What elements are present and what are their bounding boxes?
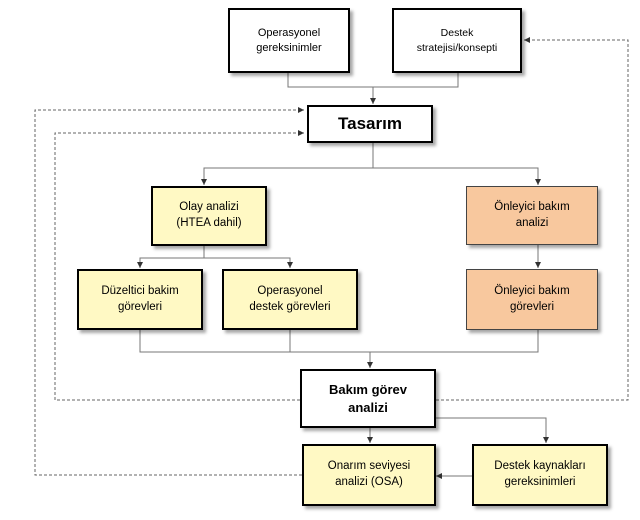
maintenance-task-analysis-box: Bakım görev analizi (300, 369, 436, 428)
repair-level-analysis-box: Onarım seviyesi analizi (OSA) (302, 444, 436, 506)
preventive-analysis-line1: Önleyici bakım (494, 200, 570, 213)
connector-top-boxes (287, 73, 459, 88)
preventive-analysis-line2: analizi (515, 216, 549, 229)
corrective-tasks-line2: görevleri (117, 300, 163, 313)
preventive-tasks-line2: görevleri (509, 300, 555, 313)
feedback-inner-left (54, 130, 304, 401)
feedback-outer-left (34, 107, 304, 476)
support-resource-requirements-line2: gereksinimleri (504, 476, 576, 488)
support-resource-requirements-line1: Destek kaynakları (494, 460, 586, 473)
connector-event-split (137, 246, 205, 268)
corrective-tasks-line1: Düzeltici bakim (101, 284, 179, 297)
maintenance-task-analysis-line2: analizi (348, 399, 388, 415)
corrective-tasks-box: Düzeltici bakim görevleri (77, 269, 203, 330)
repair-level-analysis-line2: analizi (OSA) (335, 476, 403, 488)
operational-requirements-line2: gereksinimler (256, 41, 322, 54)
design-box: Tasarım (307, 105, 433, 143)
support-strategy-box: Destek stratejisi/konsepti (392, 8, 522, 73)
design-label: Tasarım (338, 113, 402, 133)
maintenance-task-analysis-line1: Bakım görev (328, 381, 408, 397)
event-analysis-box: Olay analizi (HTEA dahil) (151, 186, 267, 246)
operational-support-tasks-box: Operasyonel destek görevleri (222, 269, 358, 330)
connector-merge (139, 330, 539, 353)
arrow-to-operational-support (204, 257, 293, 268)
repair-level-analysis-line1: Onarım seviyesi (327, 460, 411, 473)
operational-support-tasks-line1: Operasyonel (257, 284, 323, 297)
support-resource-requirements-box: Destek kaynakları gereksinimleri (472, 444, 608, 506)
event-analysis-line2: (HTEA dahil) (176, 217, 242, 229)
operational-requirements-box: Operasyonel gereksinimler (228, 8, 350, 73)
preventive-tasks-box: Önleyici bakım görevleri (466, 269, 598, 330)
connector-design-split (203, 143, 538, 185)
support-strategy-line2: stratejisi/konsepti (416, 41, 498, 54)
operational-requirements-line1: Operasyonel (257, 26, 321, 39)
preventive-analysis-box: Önleyici bakım analizi (466, 186, 598, 245)
preventive-tasks-line1: Önleyici bakım (494, 284, 570, 297)
event-analysis-line1: Olay analizi (179, 201, 239, 214)
operational-support-tasks-line2: destek görevleri (249, 300, 331, 313)
support-strategy-line1: Destek (440, 27, 474, 40)
arrow-to-support-resources (436, 417, 549, 443)
feedback-right (436, 37, 629, 401)
